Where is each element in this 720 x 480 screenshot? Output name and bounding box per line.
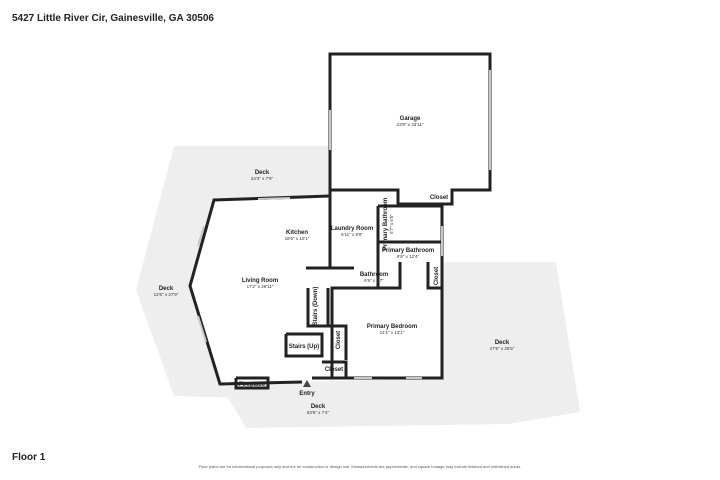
stairs-down-wall [306, 288, 330, 328]
house-outer-wall-right [312, 204, 444, 380]
primary-bath-small-label: Primary Bathroom [383, 198, 389, 250]
kitchen-label: Kitchen [286, 230, 308, 236]
closet-bottom-label: Closet [325, 367, 343, 373]
primary-bedroom-dims: 14'1" x 13'1" [380, 330, 405, 335]
entry-arrow-icon [303, 380, 311, 387]
primary-bath-bottom [378, 262, 402, 290]
stairs-down-label: Stairs (Down) [313, 287, 319, 326]
disclaimer-text: Floor plans are for informational purpos… [198, 464, 522, 469]
closet-mid-label: Closet [336, 331, 342, 349]
closet-bottom-wall [322, 360, 348, 378]
laundry-dims: 6'11" x 9'9" [341, 232, 363, 237]
address-title: 5427 Little River Cir, Gainesville, GA 3… [12, 13, 214, 24]
kitchen-window [257, 197, 291, 200]
closet-mid-wall [328, 324, 348, 360]
deck-left-dims: 12'6" x 27'9" [154, 292, 179, 297]
deck-right-dims: 27'5" x 25'5" [490, 346, 515, 351]
house-outer-wall [188, 194, 331, 386]
garage-dims: 23'8" x 33'11" [397, 122, 424, 127]
closet-right-wall [426, 262, 442, 290]
living-window-left-2 [197, 315, 207, 343]
garage-label: Garage [400, 116, 421, 122]
laundry-label: Laundry Room [331, 226, 373, 232]
deck-bottom-dims: 63'6" x 7'4" [307, 410, 330, 415]
deck-right-label: Deck [495, 340, 510, 346]
living-window-left [197, 225, 205, 247]
fireplace-label: Fireplace [239, 382, 266, 388]
primary-bath-label: Primary Bathroom [382, 248, 434, 254]
deck-bottom-area [220, 378, 508, 428]
entry-label: Entry [299, 391, 315, 397]
deck-bottom-label: Deck [311, 404, 326, 410]
living-label: Living Room [242, 278, 278, 284]
closet-right-label: Closet [434, 267, 440, 285]
living-dims: 17'2" x 26'11" [247, 284, 274, 289]
fireplace-box [234, 376, 270, 390]
bathroom-dims: 6'9" x 6'7" [364, 278, 384, 283]
stairs-up-label: Stairs (Up) [289, 344, 319, 350]
primary-bath-dims: 9'9" x 12'4" [397, 254, 420, 259]
deck-top-label: Deck [255, 170, 270, 176]
deck-left-label: Deck [159, 286, 174, 292]
bathroom-label: Bathroom [360, 272, 388, 278]
stairs-up-wall [284, 332, 324, 358]
deck-right-area [442, 262, 580, 424]
floor-label: Floor 1 [12, 452, 46, 463]
primary-bedroom-label: Primary Bedroom [367, 324, 417, 330]
deck-left-area [136, 146, 330, 398]
deck-top-dims: 24'3" x 7'9" [251, 176, 274, 181]
closet-top-label: Closet [430, 195, 448, 201]
primary-bath-small-dims: 5'7" x 5'5" [389, 214, 394, 234]
garage-wall [328, 52, 492, 206]
kitchen-dims: 18'6" x 10'1" [285, 236, 310, 241]
garage-interior [330, 54, 490, 194]
